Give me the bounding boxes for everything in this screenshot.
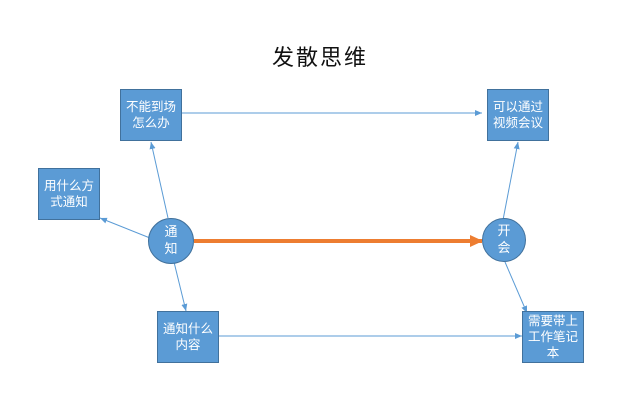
node-meeting: 开会 <box>482 218 526 262</box>
node-bring-notebook: 需要带上工作笔记本 <box>522 311 584 363</box>
connector-notify-to-content <box>173 261 188 312</box>
connector-meeting-to-video <box>502 141 520 221</box>
node-video-meeting: 可以通过视频会议 <box>487 89 549 141</box>
connector-meeting-to-notebook <box>504 261 528 314</box>
diagram-title: 发散思维 <box>271 46 368 71</box>
connector-notify-to-cannot-attend <box>149 141 169 219</box>
node-notify: 通知 <box>148 218 194 264</box>
node-notify-content: 通知什么内容 <box>157 311 219 363</box>
node-cannot-attend: 不能到场怎么办 <box>120 89 182 141</box>
node-notify-method: 用什么方式通知 <box>38 168 100 220</box>
connector-notify-to-method <box>99 217 151 239</box>
